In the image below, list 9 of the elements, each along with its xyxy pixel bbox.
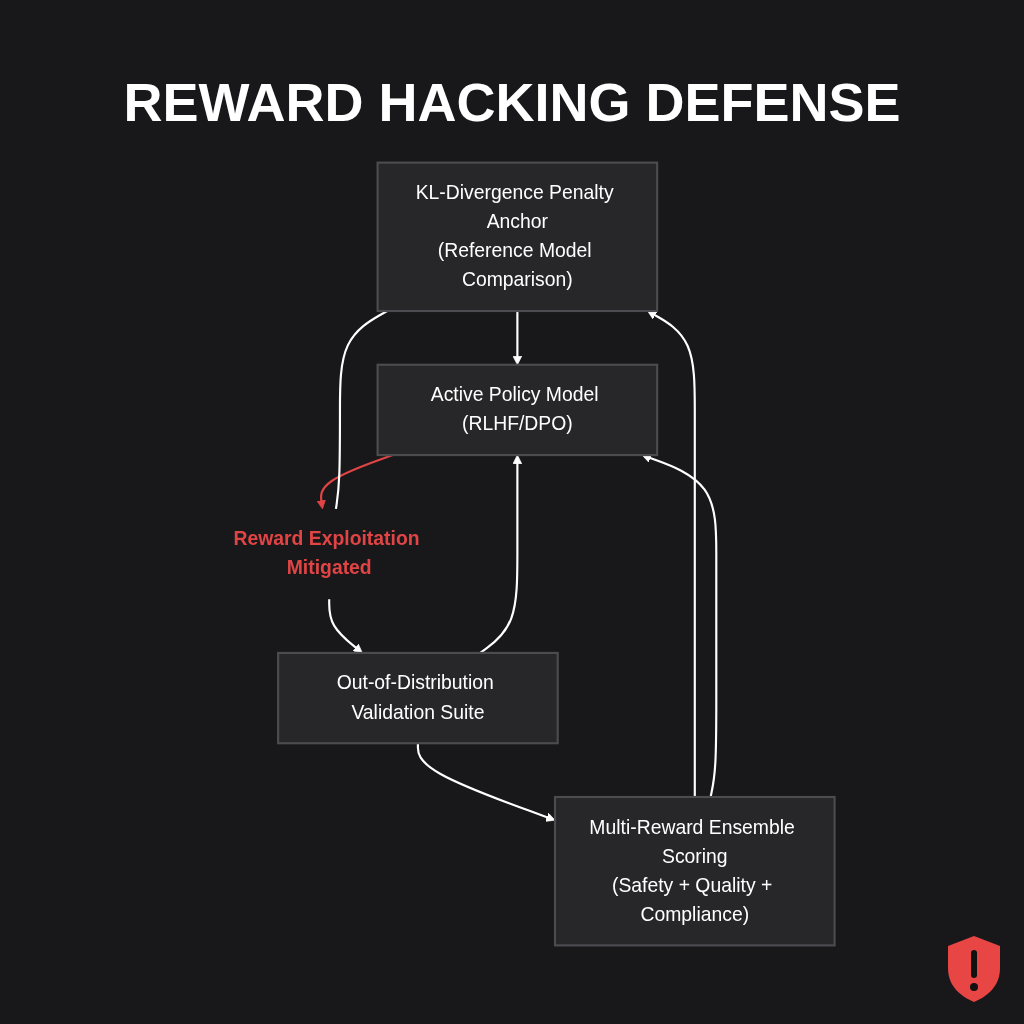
arrow: [647, 310, 696, 797]
title: REWARD HACKING DEFENSE: [122, 71, 902, 134]
node-box: KL-Divergence Penalty Anchor (Reference Model Comparison): [376, 161, 659, 313]
node-box: Multi-Reward Ensemble Scoring (Safety + Quality + Compliance): [553, 795, 836, 947]
connector: [334, 310, 388, 509]
node-box: Out-of-Distribution Validation Suite: [277, 651, 559, 745]
node-box: Active Policy Model (RLHF/DPO): [376, 363, 659, 457]
node-text: Reward Exploitation Mitigated: [233, 528, 420, 579]
arrow: [416, 743, 556, 822]
